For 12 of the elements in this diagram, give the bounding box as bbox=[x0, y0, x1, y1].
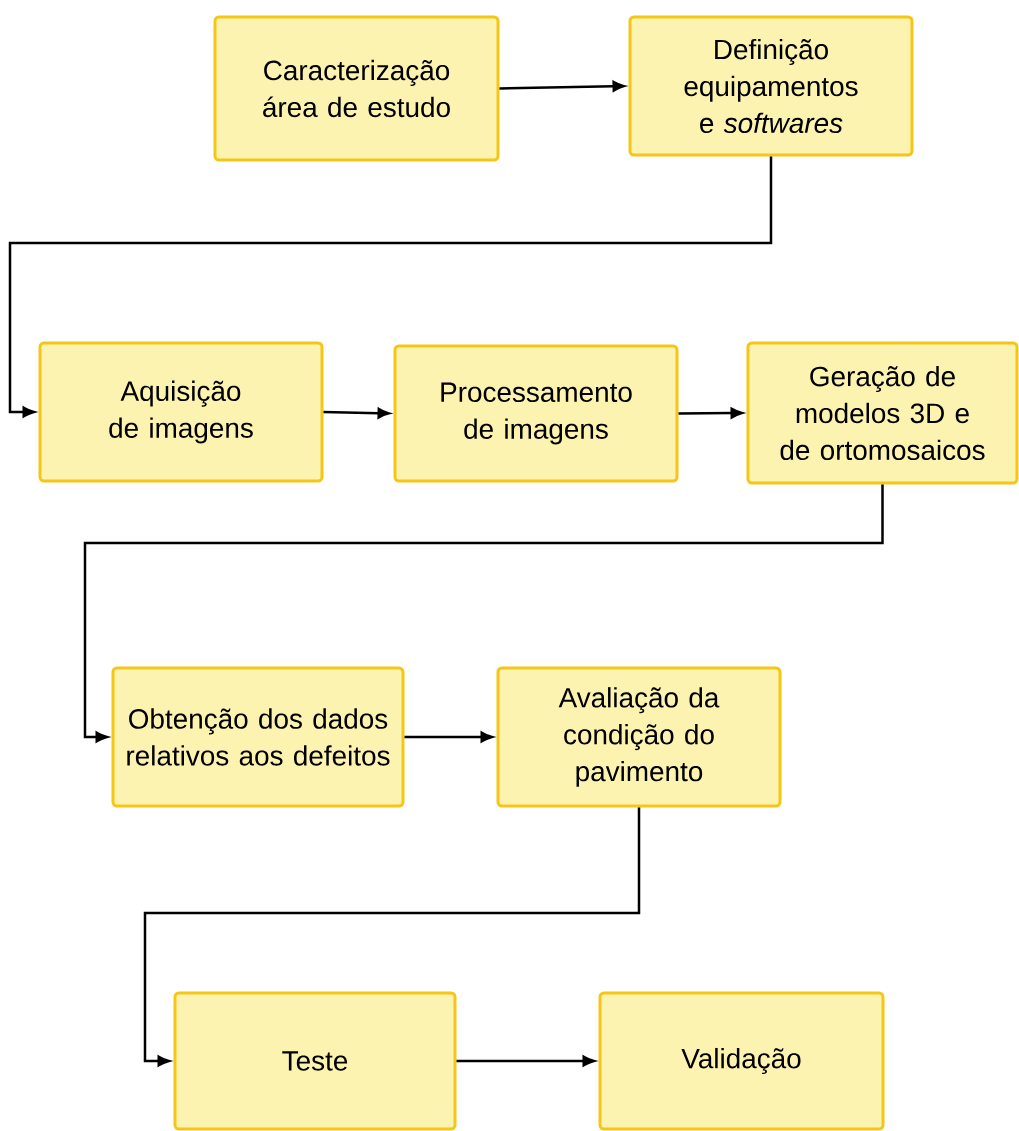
process-box: Definição equipamentos e softwares bbox=[628, 15, 914, 157]
process-box: Validação bbox=[598, 991, 885, 1131]
process-box: Teste bbox=[173, 991, 457, 1131]
process-box: Caracterização área de estudo bbox=[213, 15, 500, 162]
process-box: Obtenção dos dados relativos aos defeitos bbox=[111, 666, 405, 808]
arrow bbox=[8, 156, 773, 418]
process-box: Aquisição de imagens bbox=[38, 341, 324, 483]
process-box: Processamento de imagens bbox=[393, 344, 679, 483]
arrow bbox=[83, 484, 884, 743]
arrow bbox=[143, 807, 641, 1067]
process-box: Avaliação da condição do pavimento bbox=[496, 666, 782, 808]
process-box: Geração de modelos 3D e de ortomosaicos bbox=[746, 341, 1019, 485]
